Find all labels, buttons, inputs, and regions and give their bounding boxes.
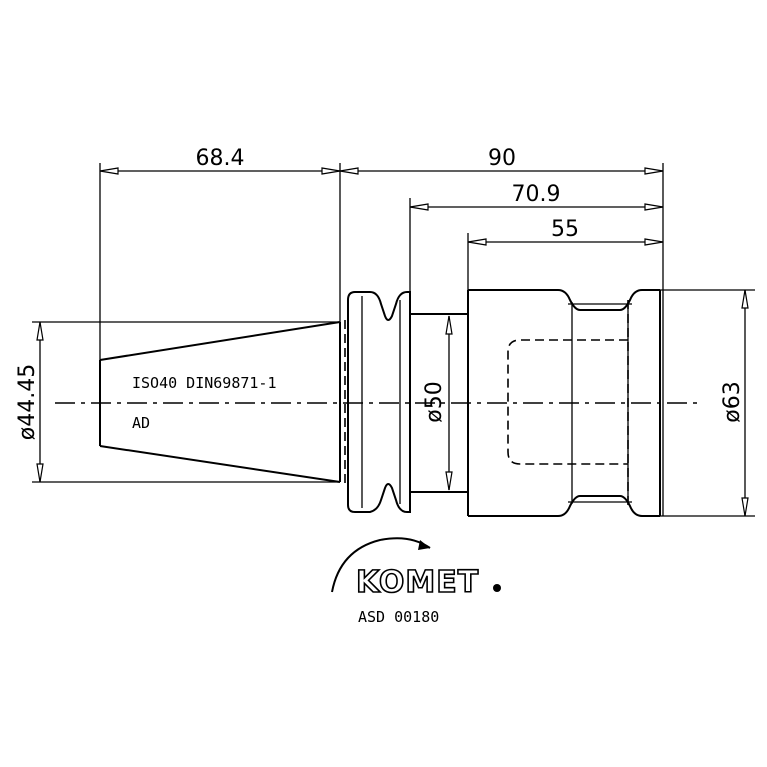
extension-lines [32,163,755,517]
komet-logo: KOMET [331,537,501,601]
dim-taper-length: 68.4 [196,146,245,171]
brand-name: KOMET [356,565,479,600]
part-number: ASD 00180 [358,608,439,626]
hidden-bore [344,300,629,506]
collar [410,313,468,493]
standard-label: ISO40 DIN69871-1 [132,374,277,392]
logo-arc-arrow [418,540,430,550]
dim-body-length: 55 [551,217,579,242]
dim-overall-length: 90 [488,146,516,171]
dim-collar-diameter: ø50 [422,381,447,422]
flange-v-groove [347,291,411,513]
dim-length-to-flange: 70.9 [512,182,561,207]
dimension-lines [36,167,749,517]
logo-arc [331,537,431,593]
dim-body-diameter: ø63 [720,381,745,422]
form-label: AD [132,414,150,432]
logo-registered-mark [493,584,501,592]
taper-shank [99,321,341,483]
dim-taper-diameter: ø44.45 [15,364,40,440]
